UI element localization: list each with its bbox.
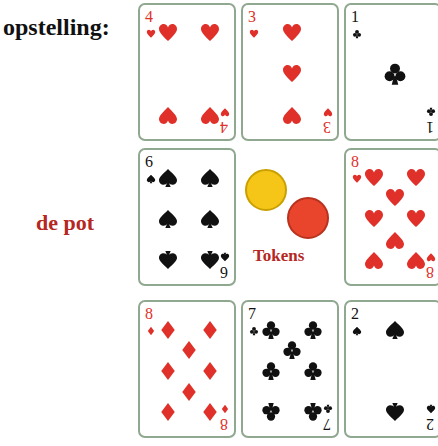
card-rank: 8 bbox=[145, 306, 153, 322]
card-rank: 2 bbox=[426, 416, 434, 432]
heart-pip bbox=[407, 210, 425, 227]
heart-pip bbox=[324, 108, 332, 116]
heart-pip bbox=[201, 107, 219, 124]
diamond-pip bbox=[161, 403, 175, 421]
tokens-label: Tokens bbox=[253, 246, 304, 266]
heart-pip bbox=[159, 24, 177, 41]
heart-pip bbox=[283, 24, 301, 41]
card-pips bbox=[346, 302, 438, 438]
diamond-pip bbox=[161, 321, 175, 339]
diamond-pip bbox=[203, 362, 217, 380]
red-token bbox=[288, 198, 328, 238]
diamond-pip bbox=[161, 362, 175, 380]
playing-card: 44 bbox=[138, 3, 236, 141]
card-rank: 4 bbox=[145, 9, 153, 25]
playing-card: 77 bbox=[241, 300, 339, 438]
club-pip bbox=[304, 403, 321, 421]
card-rank: 8 bbox=[426, 264, 434, 280]
spade-pip bbox=[147, 175, 155, 183]
card-rank: 3 bbox=[323, 119, 331, 135]
spade-pip bbox=[159, 251, 177, 269]
heart-pip bbox=[201, 24, 219, 41]
club-pip bbox=[385, 64, 406, 85]
club-pip bbox=[250, 327, 258, 335]
card-rank: 7 bbox=[248, 306, 256, 322]
card-rank: 3 bbox=[248, 9, 256, 25]
diamond-pip bbox=[222, 405, 228, 413]
heart-pip bbox=[283, 107, 301, 124]
club-pip bbox=[262, 362, 279, 380]
yellow-token bbox=[246, 170, 286, 210]
spade-pip bbox=[159, 169, 177, 187]
heart-pip bbox=[250, 30, 258, 38]
club-pip bbox=[304, 362, 321, 380]
playing-card: 88 bbox=[138, 300, 236, 438]
pot-label: de pot bbox=[36, 210, 94, 236]
card-rank: 8 bbox=[351, 154, 359, 170]
spade-pip bbox=[201, 169, 219, 187]
card-rank: 4 bbox=[220, 119, 228, 135]
playing-card: 66 bbox=[138, 148, 236, 286]
card-rank: 6 bbox=[145, 154, 153, 170]
card-rank: 7 bbox=[323, 416, 331, 432]
card-rank: 6 bbox=[220, 264, 228, 280]
playing-card: 22 bbox=[344, 300, 438, 438]
spade-pip bbox=[427, 405, 435, 413]
heart-pip bbox=[147, 30, 155, 38]
setup-heading: opstelling: bbox=[3, 14, 110, 41]
spade-pip bbox=[353, 327, 361, 335]
diamond-pip bbox=[203, 403, 217, 421]
club-pip bbox=[262, 321, 279, 339]
club-pip bbox=[427, 108, 435, 116]
spade-pip bbox=[221, 253, 229, 261]
heart-pip bbox=[386, 189, 404, 206]
card-rank: 1 bbox=[426, 119, 434, 135]
heart-pip bbox=[283, 65, 301, 82]
card-pips bbox=[346, 150, 438, 286]
diamond-pip bbox=[203, 321, 217, 339]
card-pips bbox=[346, 5, 438, 141]
diamond-pip bbox=[182, 341, 196, 359]
heart-pip bbox=[353, 175, 361, 183]
spade-pip bbox=[201, 251, 219, 269]
heart-pip bbox=[365, 252, 383, 269]
playing-card: 11 bbox=[344, 3, 438, 141]
club-pip bbox=[324, 405, 332, 413]
card-rank: 8 bbox=[220, 416, 228, 432]
card-rank: 1 bbox=[351, 9, 359, 25]
diamond-pip bbox=[182, 383, 196, 401]
spade-pip bbox=[159, 210, 177, 228]
playing-card: 88 bbox=[344, 148, 438, 286]
heart-pip bbox=[386, 232, 404, 249]
club-pip bbox=[304, 321, 321, 339]
club-pip bbox=[262, 403, 279, 421]
heart-pip bbox=[365, 210, 383, 227]
playing-card: 33 bbox=[241, 3, 339, 141]
spade-pip bbox=[386, 403, 404, 421]
heart-pip bbox=[159, 107, 177, 124]
club-pip bbox=[283, 341, 300, 359]
spade-pip bbox=[386, 321, 404, 339]
heart-pip bbox=[407, 169, 425, 186]
heart-pip bbox=[407, 252, 425, 269]
spade-pip bbox=[201, 210, 219, 228]
diamond-pip bbox=[148, 327, 154, 335]
heart-pip bbox=[427, 253, 435, 261]
heart-pip bbox=[221, 108, 229, 116]
heart-pip bbox=[365, 169, 383, 186]
card-rank: 2 bbox=[351, 306, 359, 322]
club-pip bbox=[353, 30, 361, 38]
